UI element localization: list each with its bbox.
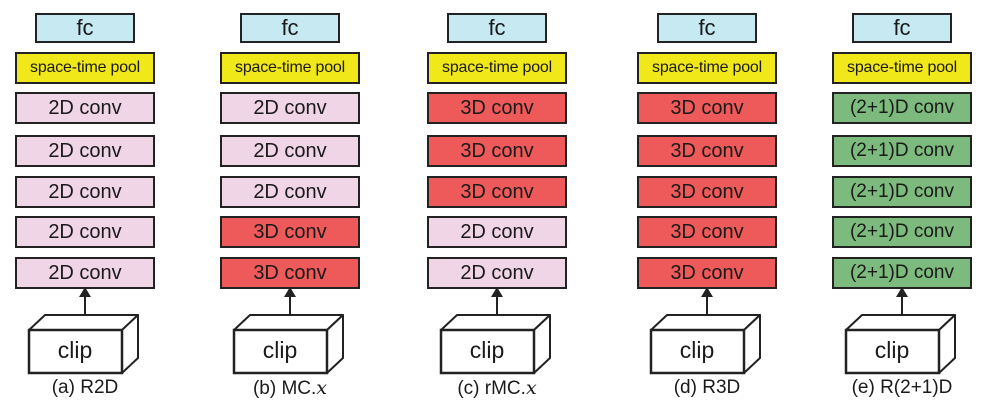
input-arrow	[289, 291, 291, 315]
caption-variable: x	[525, 377, 537, 399]
caption-text: (a) R2D	[51, 377, 119, 398]
architecture-caption: (e) R(2+1)D	[822, 377, 982, 401]
clip-cube-icon: clip	[649, 313, 761, 375]
architecture-column: fc space-time pool (2+1)D conv (2+1)D conv (…	[832, 0, 972, 405]
conv-layer: 3D conv	[637, 216, 777, 248]
conv-layer: (2+1)D conv	[832, 216, 972, 248]
architecture-caption: (c) rMC.x	[417, 377, 577, 401]
conv-layer: 2D conv	[220, 176, 360, 208]
conv-layer: (2+1)D conv	[832, 257, 972, 289]
architecture-caption: (a) R2D	[5, 377, 165, 401]
conv-layer: 2D conv	[427, 257, 567, 289]
fc-layer: fc	[657, 13, 757, 43]
clip-label: clip	[469, 336, 505, 363]
conv-layer: 2D conv	[427, 216, 567, 248]
fc-layer: fc	[852, 13, 952, 43]
space-time-pool-layer: space-time pool	[220, 52, 360, 84]
input-arrow	[496, 291, 498, 315]
conv-layer: 2D conv	[15, 135, 155, 167]
input-arrow	[84, 291, 86, 315]
caption-text: (b) MC.	[252, 378, 317, 399]
caption-variable: x	[316, 377, 328, 399]
conv-layer: 3D conv	[637, 257, 777, 289]
space-time-pool-layer: space-time pool	[637, 52, 777, 84]
architecture-column: fc space-time pool 3D conv 3D conv 3D conv 3D…	[637, 0, 777, 405]
space-time-pool-layer: space-time pool	[15, 52, 155, 84]
conv-layer: 2D conv	[15, 216, 155, 248]
conv-layer: 3D conv	[637, 176, 777, 208]
fc-layer: fc	[35, 13, 135, 43]
clip-cube-icon: clip	[27, 313, 139, 375]
clip-label: clip	[874, 336, 910, 363]
conv-layer: 3D conv	[427, 135, 567, 167]
architecture-column: fc space-time pool 2D conv 2D conv 2D conv 2D…	[15, 0, 155, 405]
clip-cube-icon: clip	[844, 313, 956, 375]
caption-text: (c) rMC.	[457, 378, 526, 399]
conv-layer: 2D conv	[15, 176, 155, 208]
clip-cube-icon: clip	[232, 313, 344, 375]
clip-label: clip	[57, 336, 93, 363]
caption-text: (e) R(2+1)D	[851, 377, 953, 398]
input-arrow	[706, 291, 708, 315]
clip-cube-icon: clip	[439, 313, 551, 375]
conv-layer: (2+1)D conv	[832, 135, 972, 167]
conv-layer: 2D conv	[220, 135, 360, 167]
space-time-pool-layer: space-time pool	[832, 52, 972, 84]
conv-layer: (2+1)D conv	[832, 176, 972, 208]
conv-layer: 3D conv	[220, 216, 360, 248]
conv-layer: 3D conv	[220, 257, 360, 289]
arrow-head-icon	[701, 287, 713, 297]
architecture-column: fc space-time pool 2D conv 2D conv 2D conv 3D…	[220, 0, 360, 405]
conv-layer: 3D conv	[427, 176, 567, 208]
conv-layer: 2D conv	[220, 92, 360, 124]
clip-label: clip	[679, 336, 715, 363]
conv-layer: 2D conv	[15, 257, 155, 289]
input-arrow	[901, 291, 903, 315]
arrow-head-icon	[896, 287, 908, 297]
arrow-head-icon	[284, 287, 296, 297]
architecture-caption: (d) R3D	[627, 377, 787, 401]
fc-layer: fc	[240, 13, 340, 43]
conv-layer: 3D conv	[637, 92, 777, 124]
fc-layer: fc	[447, 13, 547, 43]
conv-layer: (2+1)D conv	[832, 92, 972, 124]
caption-text: (d) R3D	[673, 377, 741, 398]
space-time-pool-layer: space-time pool	[427, 52, 567, 84]
architecture-caption: (b) MC.x	[210, 377, 370, 401]
conv-layer: 2D conv	[15, 92, 155, 124]
conv-layer: 3D conv	[427, 92, 567, 124]
clip-label: clip	[262, 336, 298, 363]
arrow-head-icon	[491, 287, 503, 297]
arrow-head-icon	[79, 287, 91, 297]
conv-layer: 3D conv	[637, 135, 777, 167]
architecture-column: fc space-time pool 3D conv 3D conv 3D conv 2D…	[427, 0, 567, 405]
